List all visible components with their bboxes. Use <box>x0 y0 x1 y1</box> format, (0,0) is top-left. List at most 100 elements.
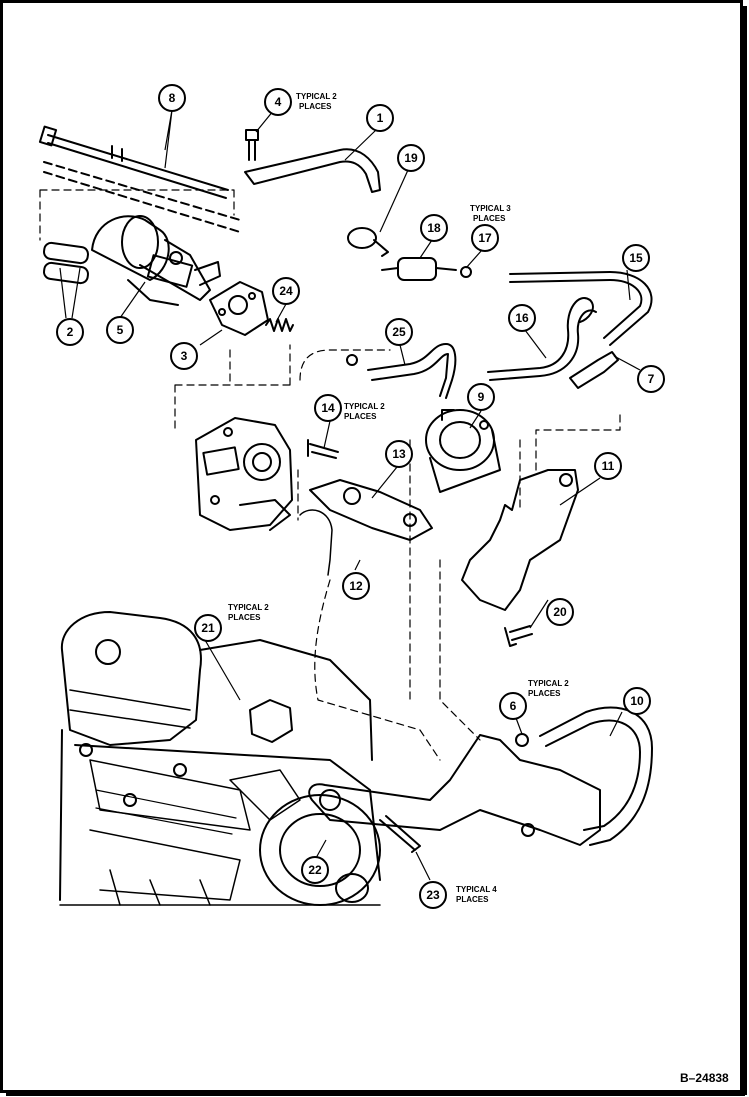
leader-lines <box>59 104 641 881</box>
fuel-filter-drawing <box>381 257 457 281</box>
svg-text:9: 9 <box>478 390 485 404</box>
bolt-drawing-14 <box>307 439 339 459</box>
clamp-drawing-lower <box>521 823 535 837</box>
bracket-drawing <box>244 148 381 193</box>
callout-5: 5 <box>106 316 134 344</box>
svg-text:22: 22 <box>308 863 322 877</box>
bracket-hole <box>559 473 573 487</box>
callout-8: 8 <box>158 84 186 112</box>
svg-text:2: 2 <box>67 325 74 339</box>
callout-19: 19 <box>397 144 425 172</box>
svg-text:18: 18 <box>427 221 441 235</box>
svg-text:TYPICAL 4: TYPICAL 4 <box>456 885 497 894</box>
clamp-drawing-upper <box>346 354 358 366</box>
spring-drawing <box>265 318 294 332</box>
callouts: 1 2 3 4 5 6 7 8 9 10 11 12 13 14 15 16 1… <box>56 84 665 909</box>
svg-text:TYPICAL 2: TYPICAL 2 <box>344 402 385 411</box>
clamp-drawing-17 <box>460 266 472 278</box>
svg-text:8: 8 <box>169 91 176 105</box>
clamp-drawing-6 <box>515 733 529 747</box>
callout-21: 21 <box>194 614 222 642</box>
plate-drawing <box>309 479 433 541</box>
callout-1: 1 <box>366 104 394 132</box>
svg-text:10: 10 <box>630 694 644 708</box>
svg-text:16: 16 <box>515 311 529 325</box>
svg-text:5: 5 <box>117 323 124 337</box>
svg-text:13: 13 <box>392 447 406 461</box>
svg-text:TYPICAL 3: TYPICAL 3 <box>470 204 511 213</box>
svg-text:3: 3 <box>181 349 188 363</box>
note-typical-2-lower-left: TYPICAL 2 PLACES <box>228 603 269 622</box>
svg-text:11: 11 <box>602 459 615 473</box>
spacer-drawing <box>43 241 89 285</box>
figure-id: B–24838 <box>680 1071 729 1085</box>
callout-22: 22 <box>301 856 329 884</box>
callout-3: 3 <box>170 342 198 370</box>
fitting-drawing-7 <box>569 351 619 389</box>
rod-assembly-drawing <box>38 125 241 233</box>
svg-text:17: 17 <box>478 231 492 245</box>
callout-24: 24 <box>272 277 300 305</box>
gasket-drawing-21 <box>249 699 293 743</box>
callout-15: 15 <box>622 244 650 272</box>
svg-text:PLACES: PLACES <box>344 412 377 421</box>
callout-9: 9 <box>467 383 495 411</box>
callout-2: 2 <box>56 318 84 346</box>
svg-text:12: 12 <box>349 579 363 593</box>
svg-text:23: 23 <box>426 888 440 902</box>
callout-16: 16 <box>508 304 536 332</box>
svg-text:25: 25 <box>392 325 406 339</box>
callout-25: 25 <box>385 318 413 346</box>
svg-text:6: 6 <box>510 699 517 713</box>
bolt-drawing <box>245 129 259 161</box>
callout-6: 6 <box>499 692 527 720</box>
callout-14: 14 <box>314 394 342 422</box>
hose-drawing-10 <box>539 706 653 846</box>
note-typical-2-lower-right: TYPICAL 2 PLACES <box>528 679 569 698</box>
svg-text:14: 14 <box>321 401 335 415</box>
svg-text:PLACES: PLACES <box>473 214 506 223</box>
svg-text:24: 24 <box>279 284 293 298</box>
svg-text:20: 20 <box>553 605 567 619</box>
note-typical-2-top: TYPICAL 2 PLACES <box>296 92 337 111</box>
svg-text:7: 7 <box>648 372 655 386</box>
callout-18: 18 <box>420 214 448 242</box>
carburetor-drawing <box>195 417 293 531</box>
dashed-guide-lines-upper <box>39 189 391 521</box>
svg-text:TYPICAL 2: TYPICAL 2 <box>296 92 337 101</box>
svg-text:15: 15 <box>629 251 643 265</box>
svg-text:PLACES: PLACES <box>299 102 332 111</box>
fuel-pump-drawing <box>425 409 501 493</box>
note-typical-4: TYPICAL 4 PLACES <box>456 885 497 904</box>
callout-7: 7 <box>637 365 665 393</box>
svg-text:21: 21 <box>201 621 215 635</box>
svg-text:19: 19 <box>404 151 418 165</box>
dashed-guide-lines-middle <box>314 409 621 761</box>
gasket-drawing <box>209 281 269 336</box>
svg-text:TYPICAL 2: TYPICAL 2 <box>528 679 569 688</box>
note-typical-3: TYPICAL 3 PLACES <box>470 204 511 223</box>
clip-drawing <box>347 227 389 257</box>
hose-drawing-16 <box>487 297 597 381</box>
hose-drawing-25 <box>367 343 457 399</box>
engine-drawing <box>59 611 381 906</box>
fuel-line-drawing-15 <box>509 271 653 346</box>
callout-23: 23 <box>419 881 447 909</box>
callout-20: 20 <box>546 598 574 626</box>
mount-bracket-drawing <box>461 469 579 611</box>
callout-13: 13 <box>385 440 413 468</box>
note-typical-2-middle: TYPICAL 2 PLACES <box>344 402 385 421</box>
callout-17: 17 <box>471 224 499 252</box>
svg-text:TYPICAL 2: TYPICAL 2 <box>228 603 269 612</box>
engine-bracket-drawing <box>308 734 601 853</box>
callout-4: 4 <box>264 88 292 116</box>
callout-11: 11 <box>594 452 622 480</box>
svg-text:1: 1 <box>377 111 384 125</box>
callout-12: 12 <box>342 572 370 600</box>
svg-text:4: 4 <box>275 95 282 109</box>
svg-text:PLACES: PLACES <box>228 613 261 622</box>
svg-text:PLACES: PLACES <box>528 689 561 698</box>
svg-text:PLACES: PLACES <box>456 895 489 904</box>
